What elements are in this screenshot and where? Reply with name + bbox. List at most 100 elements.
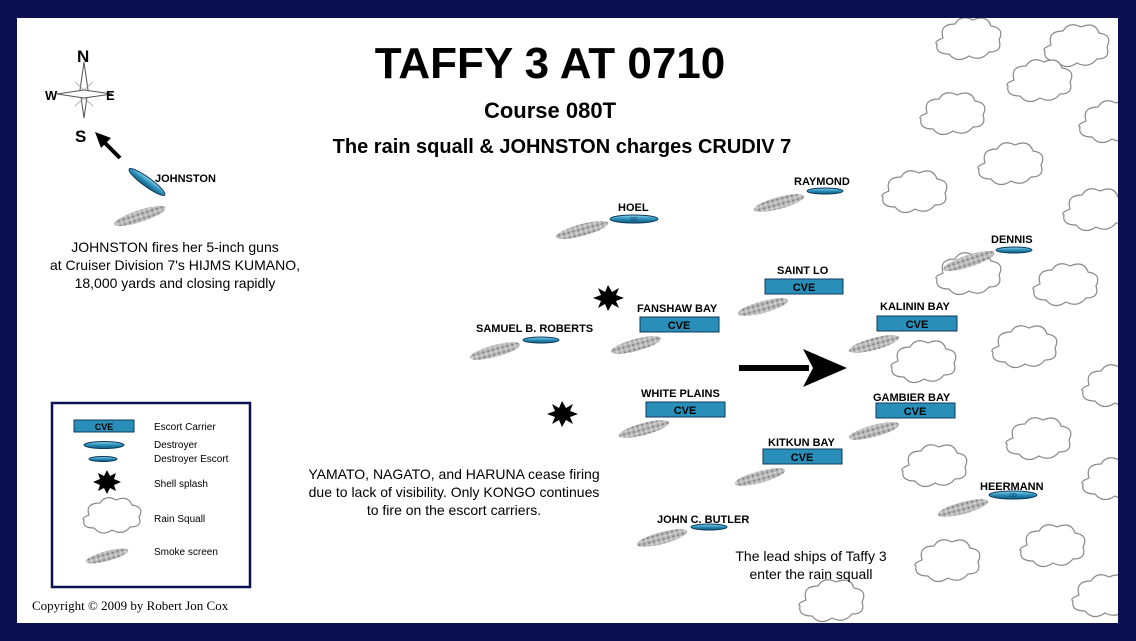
smoke-screen-raymond xyxy=(753,194,805,212)
cve-mark: CVE xyxy=(791,452,814,464)
ship-white-plains-icon xyxy=(645,401,726,418)
ship-gambier-bay-icon xyxy=(875,402,956,419)
annotation-line: JOHNSTON fires her 5-inch guns xyxy=(71,239,278,255)
smoke-screen-saint-lo xyxy=(737,298,789,316)
cve-mark: CVE xyxy=(906,319,929,331)
rain-squall-icon xyxy=(901,444,968,488)
annotation-line: to fire on the escort carriers. xyxy=(367,502,541,518)
legend-rain-squall: Rain Squall xyxy=(154,514,205,525)
ship-dennis-icon xyxy=(995,246,1033,254)
legend-frame xyxy=(50,401,252,589)
rain-squall-icon xyxy=(890,340,957,384)
smoke-screens xyxy=(114,194,995,547)
annotation-lead-ships: The lead ships of Taffy 3 enter the rain… xyxy=(735,548,886,582)
copyright-notice: Copyright © 2009 by Robert Jon Cox xyxy=(32,598,229,613)
shell-splash-icon xyxy=(547,401,578,427)
annotation-line: at Cruiser Division 7's HIJMS KUMANO, xyxy=(50,257,300,273)
rain-squall-icon xyxy=(881,170,948,214)
course-arrow-icon xyxy=(739,349,847,387)
rain-squall-icon xyxy=(1071,574,1118,618)
legend-shell-splash-icon xyxy=(93,470,121,494)
legend-destroyer: Destroyer xyxy=(154,440,198,451)
smoke-screen-kalinin-bay xyxy=(848,335,900,353)
rain-squall-icon xyxy=(1062,188,1118,232)
destroyers xyxy=(128,168,1038,531)
legend: CVE Escort Carrier Destroyer Destroyer E… xyxy=(50,401,252,589)
smoke-screen-gambier-bay xyxy=(848,422,900,440)
dd-markings: DD DD xyxy=(630,217,1017,499)
label-gambier-bay: GAMBIER BAY xyxy=(873,392,951,404)
rain-squall-icon xyxy=(1078,100,1118,144)
cve-mark: CVE xyxy=(793,282,816,294)
smoke-screen-hoel xyxy=(555,220,609,240)
ship-butler-icon xyxy=(690,523,728,531)
rain-squall-clouds xyxy=(798,18,1118,623)
rain-squall-icon xyxy=(914,539,981,583)
map-title: TAFFY 3 AT 0710 xyxy=(375,39,725,88)
dd-mark: DD xyxy=(1009,493,1017,499)
smoke-screen-johnston xyxy=(114,205,166,227)
smoke-screen-butler xyxy=(636,529,688,547)
annotation-line: due to lack of visibility. Only KONGO co… xyxy=(309,484,600,500)
ship-fanshaw-bay-icon xyxy=(639,316,720,333)
shell-splash-icon xyxy=(593,285,624,311)
legend-destroyer-escort-icon xyxy=(88,456,118,462)
smoke-screen-heermann xyxy=(937,499,989,517)
compass-south: S xyxy=(75,127,86,146)
ship-heermann-icon xyxy=(988,490,1038,500)
cve-mark: CVE xyxy=(904,406,927,418)
ship-kitkun-bay-icon xyxy=(762,448,843,465)
rain-squall-icon xyxy=(1005,417,1072,461)
annotation-line: enter the rain squall xyxy=(750,566,873,582)
annotation-johnston-fires: JOHNSTON fires her 5-inch guns at Cruise… xyxy=(50,239,300,291)
label-white-plains: WHITE PLAINS xyxy=(641,388,720,400)
smoke-screen-kitkun-bay xyxy=(734,468,786,486)
rain-squall-icon xyxy=(1081,457,1118,501)
johnston-heading-arrow-icon xyxy=(95,132,122,160)
ship-johnston-icon xyxy=(128,168,166,196)
legend-cve-icon xyxy=(73,419,135,433)
compass-west: W xyxy=(45,88,58,103)
ship-saint-lo-icon xyxy=(764,278,844,295)
label-john-c-butler: JOHN C. BUTLER xyxy=(657,514,749,526)
cve-markings: CVE CVE CVE CVE CVE CVE xyxy=(668,282,929,464)
dd-mark: DD xyxy=(630,217,638,223)
rain-squall-icon xyxy=(977,142,1044,186)
label-hoel: HOEL xyxy=(618,202,649,214)
escort-carriers xyxy=(639,278,958,465)
legend-rain-squall-icon xyxy=(82,497,142,534)
label-dennis: DENNIS xyxy=(991,234,1033,246)
rain-squall-icon xyxy=(1043,24,1110,68)
legend-smoke-screen-icon xyxy=(85,548,129,564)
compass-rose-icon xyxy=(56,61,113,119)
legend-destroyer-icon xyxy=(83,441,125,449)
rain-squall-icon xyxy=(1032,263,1099,307)
map-canvas: TAFFY 3 AT 0710 Course 080T The rain squ… xyxy=(17,18,1118,623)
ship-hoel-icon xyxy=(609,214,659,224)
map-subtitle: The rain squall & JOHNSTON charges CRUDI… xyxy=(333,136,792,158)
rain-squall-icon xyxy=(798,579,865,623)
course-heading: Course 080T xyxy=(484,98,617,123)
rain-squall-icon xyxy=(1019,524,1086,568)
annotation-line: YAMATO, NAGATO, and HARUNA cease firing xyxy=(308,466,599,482)
annotation-cease-firing: YAMATO, NAGATO, and HARUNA cease firing … xyxy=(308,466,599,518)
rain-squall-icon xyxy=(991,325,1058,369)
label-heermann: HEERMANN xyxy=(980,481,1044,493)
smoke-screen-roberts xyxy=(469,342,521,360)
ship-roberts-icon xyxy=(522,336,560,344)
legend-cve-mark: CVE xyxy=(95,422,114,432)
annotation-line: 18,000 yards and closing rapidly xyxy=(75,275,276,291)
label-samuel-b-roberts: SAMUEL B. ROBERTS xyxy=(476,323,593,335)
label-johnston: JOHNSTON xyxy=(155,173,216,185)
ship-kalinin-bay-icon xyxy=(876,315,958,332)
ship-labels: JOHNSTON HOEL RAYMOND DENNIS SAINT LO FA… xyxy=(155,173,1044,526)
rain-squall-icon xyxy=(935,18,1002,61)
ship-raymond-icon xyxy=(806,187,844,195)
legend-escort-carrier: Escort Carrier xyxy=(154,422,216,433)
legend-smoke-screen: Smoke screen xyxy=(154,547,218,558)
rain-squall-icon xyxy=(1081,364,1118,408)
compass-east: E xyxy=(106,88,115,103)
legend-shell-splash: Shell splash xyxy=(154,479,208,490)
rain-squall-icon xyxy=(919,92,986,136)
